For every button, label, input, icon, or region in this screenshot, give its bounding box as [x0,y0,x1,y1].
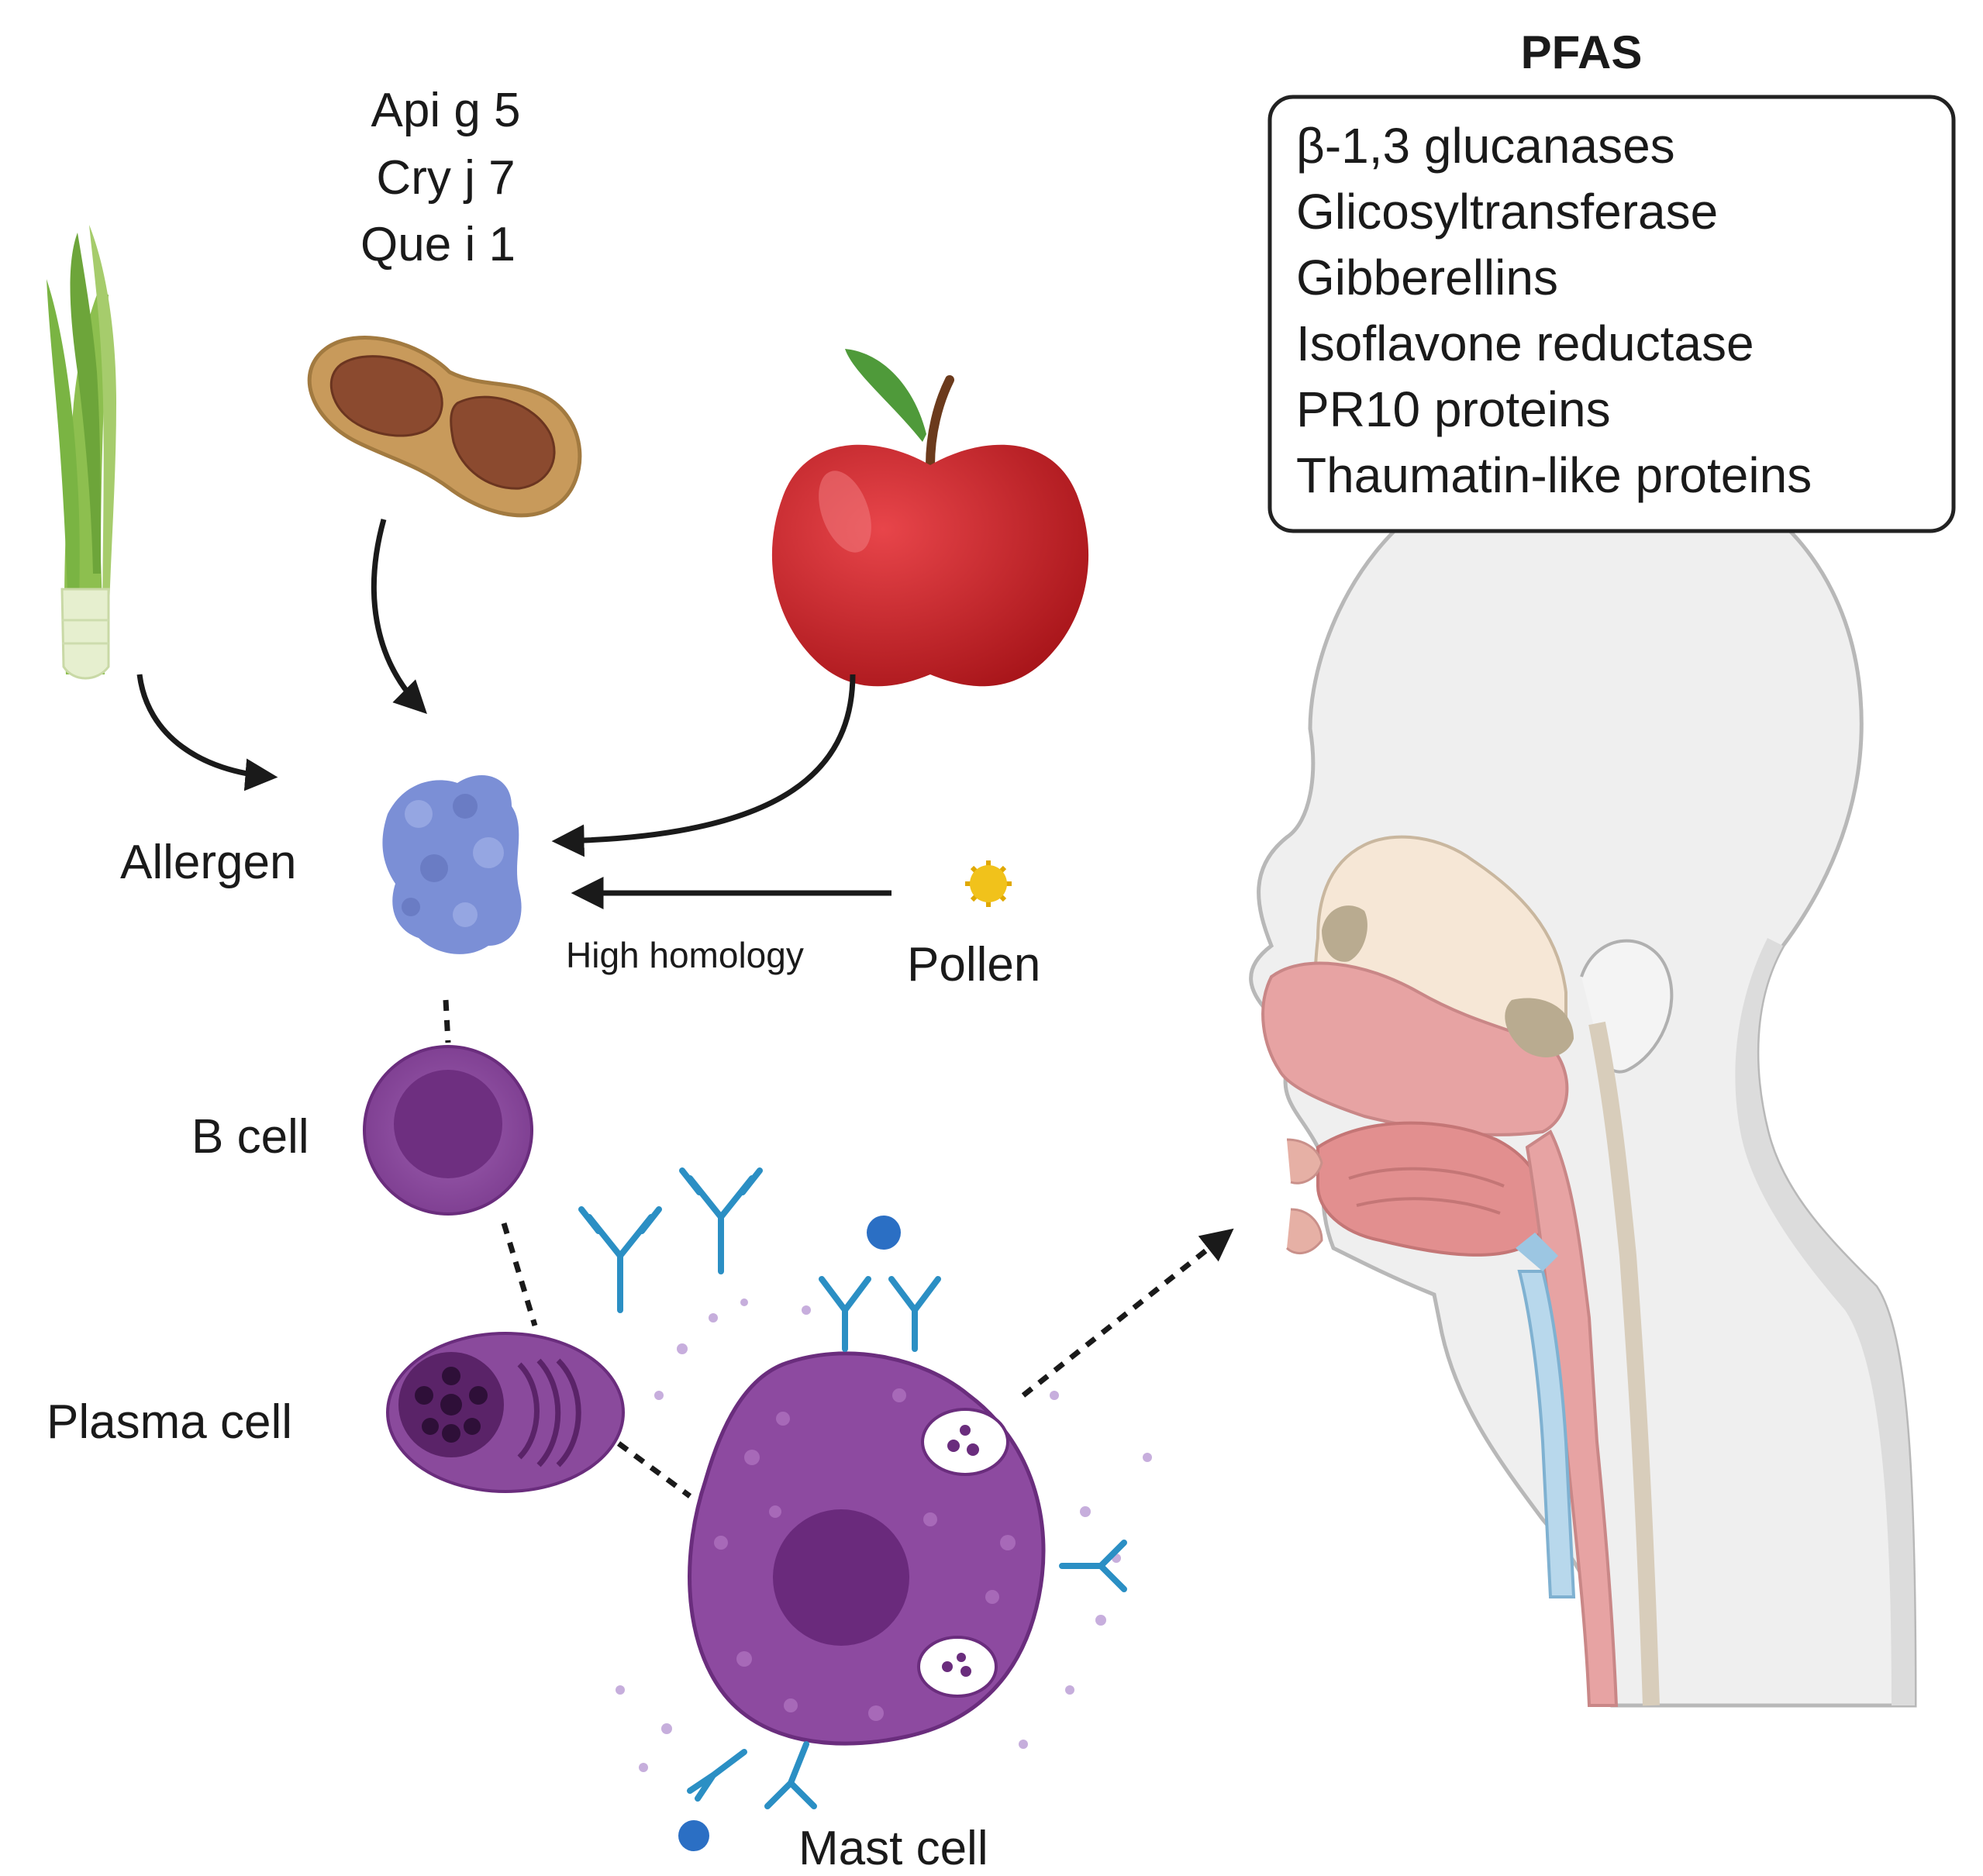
antibody-icon [578,1167,1127,1809]
pollen-icon [965,860,1012,907]
peanut-icon [307,336,582,518]
bound-allergen-icon [867,1216,901,1250]
mast-cell-label: Mast cell [798,1822,988,1875]
b-cell-label: B cell [191,1110,309,1164]
arrow-peanut-to-allergen [371,519,427,714]
arrow-apple-to-allergen [551,674,856,857]
mast-cell-icon [616,1298,1152,1772]
human-head-icon [1249,453,1917,1708]
allergen-protein-icon [382,775,522,954]
pfas-item: Glicosyltransferase [1296,184,1718,240]
pfas-item: Thaumatin-like proteins [1296,447,1812,503]
pfas-item: β-1,3 glucanases [1296,118,1675,174]
b-cell-icon [363,1045,533,1216]
bound-allergen-icon [678,1820,709,1851]
arrow-mast-to-head [1021,1228,1234,1398]
arrows [136,519,891,909]
plasma-cell-icon [386,1332,625,1493]
allergen-name-1: Api g 5 [371,84,520,137]
arrow-celery-to-allergen [136,674,278,791]
celery-icon [47,225,116,680]
pfas-title: PFAS [1521,26,1643,78]
pfas-item: Isoflavone reductase [1296,316,1754,371]
pfas-item: PR10 proteins [1296,381,1611,437]
pfas-box [1267,95,1956,533]
pfas-item: Gibberellins [1296,250,1558,305]
allergen-label: Allergen [120,836,296,889]
dotted-links [443,999,1234,1498]
allergen-name-3: Que i 1 [360,218,516,271]
allergen-name-2: Cry j 7 [376,151,515,205]
apple-icon [771,349,1089,687]
plasma-cell-label: Plasma cell [47,1395,292,1449]
high-homology-label: High homology [566,935,804,975]
pollen-label: Pollen [907,938,1040,991]
